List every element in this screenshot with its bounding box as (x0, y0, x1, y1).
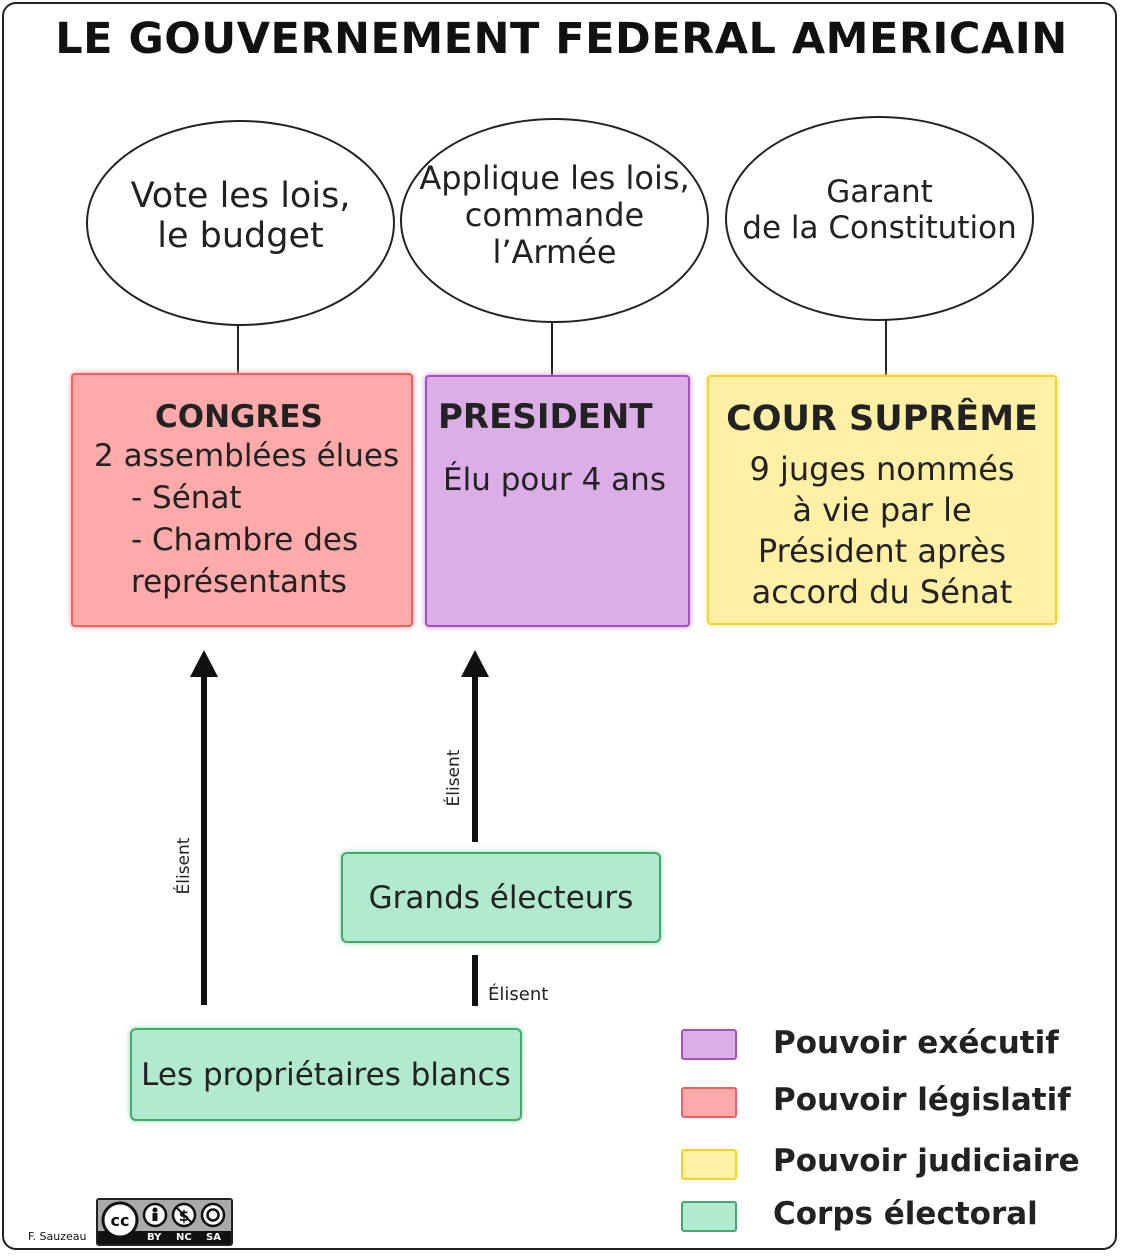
label-elisent-president: Élisent (444, 749, 464, 807)
president-title: PRESIDENT (438, 397, 653, 437)
ellipse-president-role: Applique les lois, commande l’Armée (400, 118, 709, 323)
legend-label-electoral: Corps électoral (773, 1196, 1038, 1232)
cc-sa-label: SA (206, 1232, 221, 1243)
legend-swatch-legislatif (681, 1087, 737, 1118)
legend-swatch-electoral (681, 1201, 737, 1232)
diagram-title: LE GOUVERNEMENT FEDERAL AMERICAIN (55, 14, 1068, 64)
stem-president (551, 322, 553, 375)
ellipse-congres-text: Vote les lois, le budget (130, 175, 351, 256)
congres-line-1: 2 assemblées élues (94, 438, 400, 474)
cc-license-badge: cc $ BY NC SA (96, 1198, 233, 1246)
president-box: PRESIDENT Élu pour 4 ans (425, 375, 690, 627)
cc-license-icons: cc $ (98, 1200, 231, 1244)
cc-icon (101, 1201, 139, 1239)
cour-title: COUR SUPRÊME (726, 399, 1038, 439)
arrow-to-congres (201, 676, 207, 1005)
svg-text:cc: cc (111, 1211, 130, 1230)
cour-body: 9 juges nommés à vie par le Président ap… (749, 450, 1015, 611)
congres-title: CONGRES (155, 399, 323, 435)
legend-swatch-judiciaire (681, 1149, 737, 1180)
proprietaires-label: Les propriétaires blancs (141, 1056, 511, 1093)
congres-box: CONGRES 2 assemblées élues - Sénat - Cha… (71, 373, 413, 627)
stem-cour (885, 320, 887, 375)
arrowhead-president (461, 650, 489, 677)
cc-nc-label: NC (176, 1232, 192, 1243)
cc-by-label: BY (147, 1232, 162, 1243)
label-elisent-congres: Élisent (174, 837, 194, 895)
congres-line-2: - Sénat (131, 480, 242, 516)
congres-line-4: représentants (131, 564, 347, 600)
legend-label-legislatif: Pouvoir législatif (773, 1082, 1071, 1118)
sa-icon (200, 1202, 226, 1228)
ellipse-congres-role: Vote les lois, le budget (86, 120, 395, 326)
proprietaires-box: Les propriétaires blancs (130, 1028, 522, 1121)
stem-congres (237, 325, 239, 373)
ellipse-cour-role: Garant de la Constitution (725, 116, 1034, 321)
cour-supreme-box: COUR SUPRÊME 9 juges nommés à vie par le… (707, 375, 1057, 625)
president-line-1: Élu pour 4 ans (443, 462, 666, 498)
legend-label-judiciaire: Pouvoir judiciaire (773, 1143, 1080, 1179)
grands-electeurs-label: Grands électeurs (368, 879, 634, 916)
arrowhead-congres (190, 650, 218, 677)
arrow-to-president (472, 676, 478, 842)
legend-swatch-executif (681, 1029, 737, 1060)
legend-label-executif: Pouvoir exécutif (773, 1025, 1059, 1061)
ellipse-cour-text: Garant de la Constitution (742, 173, 1017, 246)
label-elisent-grands-electeurs: Élisent (488, 984, 549, 1005)
congres-line-3: - Chambre des (131, 522, 359, 558)
grands-electeurs-box: Grands électeurs (341, 852, 661, 943)
author-credit: F. Sauzeau (28, 1230, 87, 1243)
arrow-to-grands-electeurs (472, 955, 478, 1006)
ellipse-president-text: Applique les lois, commande l’Armée (419, 159, 690, 271)
